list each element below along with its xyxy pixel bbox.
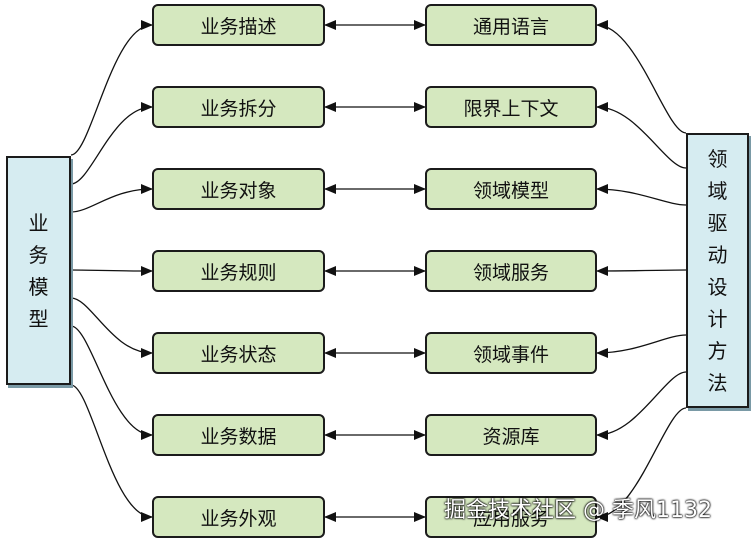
arrow-ddd-method-to-node (596, 371, 687, 440)
business-node-describe: 业务描述 (152, 4, 325, 46)
business-node-data: 业务数据 (152, 414, 325, 456)
right-root-char: 设 (707, 274, 728, 299)
right-root-char: 法 (707, 370, 728, 395)
arrow-ddd-method-to-node (596, 265, 687, 276)
left-root-char: 业 (28, 210, 49, 235)
arrow-business-model-to-node (70, 20, 153, 156)
domain-node-domain-event: 领域事件 (425, 332, 597, 374)
right-root-char: 域 (707, 178, 728, 203)
business-node-facade: 业务外观 (152, 496, 325, 538)
arrow-business-model-to-node (70, 325, 153, 440)
domain-node-ubiquitous-language: 通用语言 (425, 4, 597, 46)
right-root-char: 计 (707, 306, 728, 331)
right-root-char: 方 (707, 338, 728, 363)
left-root-char: 模 (28, 274, 49, 299)
arrow-ddd-method-to-node (596, 407, 687, 522)
ddd-method-box: 领 域 驱 动 设 计 方 法 (686, 133, 749, 408)
right-root-char: 领 (707, 146, 728, 171)
business-node-state: 业务状态 (152, 332, 325, 374)
left-root-char: 务 (28, 242, 49, 267)
business-node-object: 业务对象 (152, 168, 325, 210)
arrow-business-model-to-node (70, 297, 153, 358)
left-root-char: 型 (28, 306, 49, 331)
arrow-business-model-to-node (70, 184, 153, 213)
domain-node-domain-service: 领域服务 (425, 250, 597, 292)
arrow-ddd-method-to-node (596, 20, 687, 134)
arrow-ddd-method-to-node (596, 184, 687, 206)
arrow-business-model-to-node (70, 265, 153, 276)
right-root-char: 动 (707, 242, 728, 267)
domain-node-bounded-context: 限界上下文 (425, 86, 597, 128)
arrow-ddd-method-to-node (596, 334, 687, 358)
domain-node-domain-model: 领域模型 (425, 168, 597, 210)
business-node-split: 业务拆分 (152, 86, 325, 128)
arrow-business-model-to-node (70, 102, 153, 185)
business-node-rule: 业务规则 (152, 250, 325, 292)
watermark: 掘金技术社区 @ 季风1132 (444, 498, 712, 523)
domain-node-repository: 资源库 (425, 414, 597, 456)
arrow-ddd-method-to-node (596, 102, 687, 169)
business-model-box: 业 务 模 型 (6, 156, 71, 385)
right-root-char: 驱 (707, 210, 728, 235)
arrow-business-model-to-node (70, 384, 153, 522)
domain-node-application-service: 应用服务 (425, 496, 597, 538)
